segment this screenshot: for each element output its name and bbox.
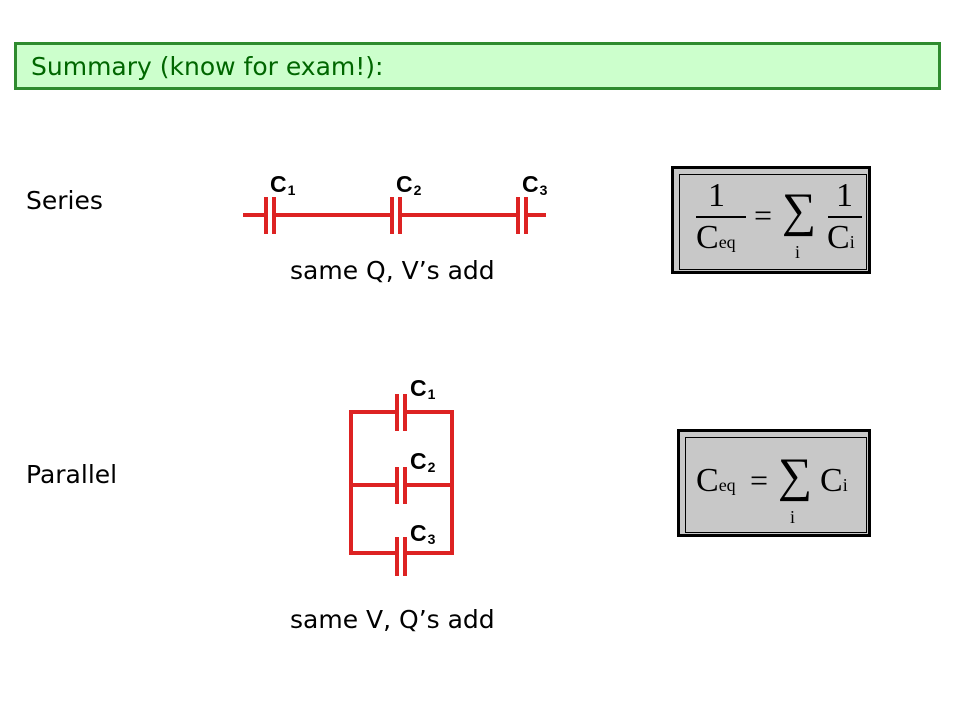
series-lhs-numerator: 1 bbox=[708, 177, 725, 214]
title-banner: Summary (know for exam!): bbox=[14, 42, 941, 90]
series-circuit bbox=[243, 197, 546, 234]
series-formula-box: 1 Ceq = ∑ i 1 Ci bbox=[671, 166, 871, 274]
series-equals: = bbox=[754, 197, 773, 233]
series-label: Series bbox=[26, 186, 103, 215]
series-sum-index: i bbox=[795, 242, 801, 262]
page-title: Summary (know for exam!): bbox=[31, 52, 384, 81]
parallel-rhs: Ci bbox=[820, 462, 848, 499]
series-cap-label-3: C3 bbox=[522, 171, 548, 198]
parallel-wire bbox=[349, 410, 398, 555]
series-rhs-fraction-bar bbox=[828, 216, 862, 218]
parallel-caption: same V, Q’s add bbox=[290, 605, 495, 634]
parallel-cap-label-3: C3 bbox=[410, 520, 436, 547]
series-capacitor-c2 bbox=[390, 197, 402, 234]
series-caption: same Q, V’s add bbox=[290, 256, 495, 285]
parallel-capacitor-c2 bbox=[395, 467, 407, 504]
series-capacitor-c1 bbox=[264, 197, 276, 234]
parallel-capacitor-c3 bbox=[395, 537, 407, 576]
series-cap-label-1: C1 bbox=[270, 171, 296, 198]
parallel-sum-symbol: ∑ bbox=[778, 449, 813, 502]
parallel-cap-label-2: C2 bbox=[410, 448, 436, 475]
parallel-lhs: Ceq bbox=[696, 462, 736, 499]
series-cap-label-2: C2 bbox=[396, 171, 422, 198]
parallel-wire bbox=[403, 410, 454, 555]
parallel-circuit bbox=[349, 394, 454, 576]
series-sum-symbol: ∑ bbox=[782, 184, 817, 237]
series-rhs-denominator: Ci bbox=[827, 219, 855, 256]
parallel-label: Parallel bbox=[26, 460, 118, 489]
parallel-formula-inner-frame bbox=[685, 437, 867, 533]
series-capacitor-c3 bbox=[516, 197, 528, 234]
parallel-cap-label-1: C1 bbox=[410, 375, 436, 402]
series-lhs-fraction-bar bbox=[696, 216, 746, 218]
series-rhs-numerator: 1 bbox=[836, 177, 853, 214]
parallel-sum-index: i bbox=[790, 507, 796, 527]
series-formula-inner-frame bbox=[679, 174, 867, 270]
series-lhs-denominator: Ceq bbox=[696, 219, 736, 256]
parallel-equals: = bbox=[750, 462, 769, 498]
parallel-formula-box: Ceq = ∑ i Ci bbox=[677, 429, 871, 537]
parallel-capacitor-c1 bbox=[395, 394, 407, 431]
